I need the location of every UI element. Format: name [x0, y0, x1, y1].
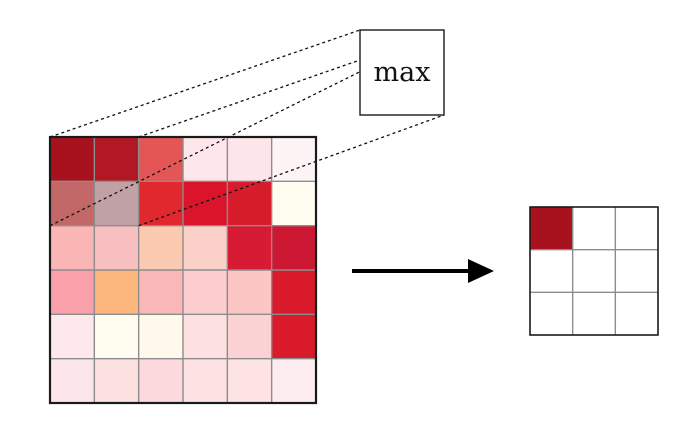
input-cell-r3-c4: [183, 225, 228, 270]
input-cell-r3-c6: [271, 225, 316, 270]
output-cell-r1-c3: [615, 207, 658, 250]
input-cell-r2-c3: [138, 181, 183, 226]
input-cell-r1-c5: [227, 137, 272, 182]
input-cell-r5-c2: [94, 314, 139, 359]
input-cell-r1-c6: [271, 137, 316, 182]
input-cell-r6-c3: [138, 358, 183, 403]
input-cell-r2-c2: [94, 181, 139, 226]
input-cell-r6-c4: [183, 358, 228, 403]
input-cell-r5-c5: [227, 314, 272, 359]
pooled-output-map-frame: [529, 206, 659, 336]
input-cell-r3-c2: [94, 225, 139, 270]
right-arrow: [352, 259, 494, 283]
input-cell-r4-c6: [271, 270, 316, 315]
output-cell-r2-c3: [615, 249, 658, 293]
projection-line-2: [138, 59, 361, 138]
projection-line-1: [49, 29, 361, 138]
max-operation-box: [359, 29, 445, 116]
input-cell-r2-c5: [227, 181, 272, 226]
input-cell-r2-c6: [271, 181, 316, 226]
input-grid-lines: [50, 137, 316, 403]
output-cell-r3-c3: [615, 292, 658, 335]
input-cell-r4-c1: [50, 270, 95, 315]
input-cell-r6-c5: [227, 358, 272, 403]
pooled-output-map: [530, 207, 658, 335]
input-cell-r3-c1: [50, 225, 95, 270]
input-cell-r5-c4: [183, 314, 228, 359]
input-cell-r6-c1: [50, 358, 95, 403]
projection-line-4: [138, 114, 445, 227]
input-cell-r5-c1: [50, 314, 95, 359]
input-cell-r3-c5: [227, 225, 272, 270]
arrow-head: [468, 259, 494, 283]
input-cell-r4-c2: [94, 270, 139, 315]
input-cell-r6-c6: [271, 358, 316, 403]
input-cell-r5-c6: [271, 314, 316, 359]
input-cell-r2-c4: [183, 181, 228, 226]
input-cell-r1-c4: [183, 137, 228, 182]
input-cell-r4-c4: [183, 270, 228, 315]
input-feature-map: [50, 137, 316, 403]
output-cell-r1-c2: [572, 207, 616, 250]
max-operation-label: max: [374, 57, 431, 88]
output-grid-lines: [530, 207, 658, 335]
input-cell-r1-c3: [138, 137, 183, 182]
input-cell-r1-c2: [94, 137, 139, 182]
output-cell-r2-c1: [530, 249, 573, 293]
input-cell-r4-c5: [227, 270, 272, 315]
output-cell-r2-c2: [572, 249, 616, 293]
input-cell-r6-c2: [94, 358, 139, 403]
input-cell-r1-c1: [50, 137, 95, 182]
input-feature-map-frame: [48, 135, 318, 405]
input-cell-r2-c1: [50, 181, 95, 226]
output-cell-r3-c2: [572, 292, 616, 335]
output-cell-r3-c1: [530, 292, 573, 335]
input-cell-r4-c3: [138, 270, 183, 315]
input-cell-r5-c3: [138, 314, 183, 359]
output-cell-r1-c1: [530, 207, 573, 250]
input-cell-r3-c3: [138, 225, 183, 270]
